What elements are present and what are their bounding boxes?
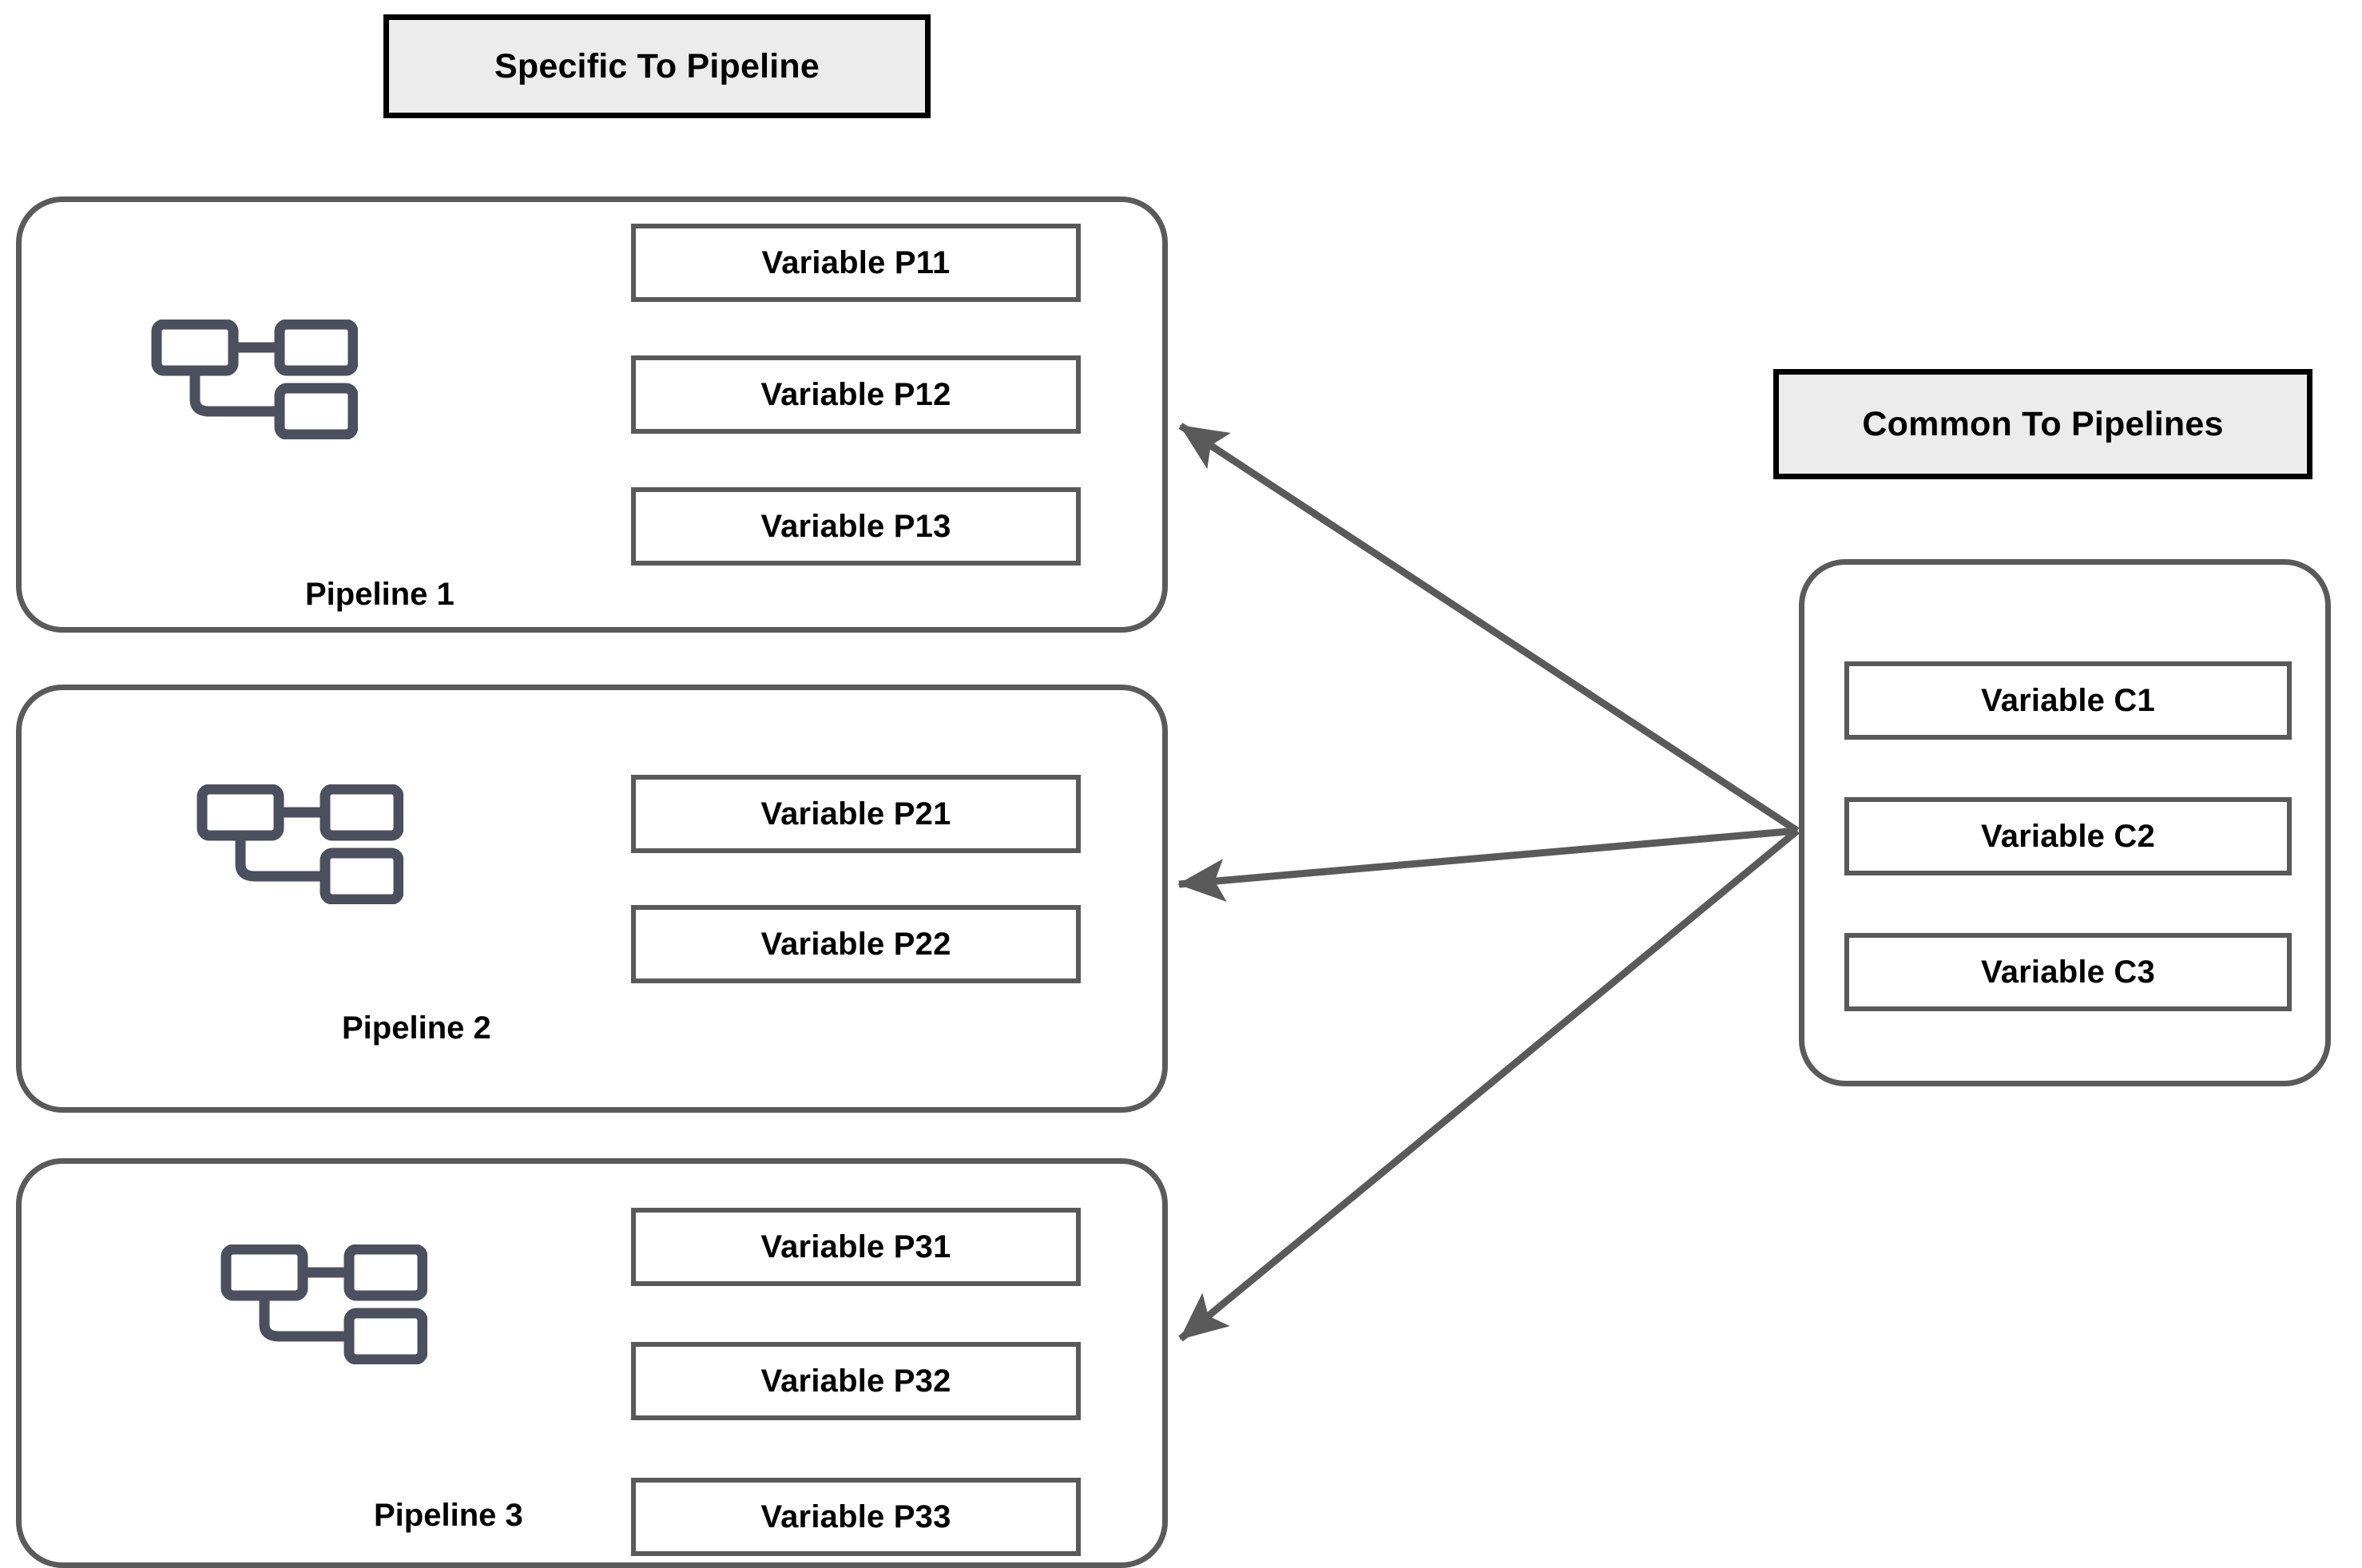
pipeline-2-caption: Pipeline 2 xyxy=(342,1010,491,1046)
variable-chip[interactable]: Variable P32 xyxy=(631,1342,1081,1420)
arrow-common-to-pipeline-2 xyxy=(1177,827,1798,902)
variable-chip[interactable]: Variable P33 xyxy=(631,1478,1081,1556)
common-variable-chip[interactable]: Variable C2 xyxy=(1844,797,2292,875)
common-variable-chip[interactable]: Variable C1 xyxy=(1844,661,2292,740)
hierarchy-icon xyxy=(220,1244,427,1364)
variable-chip[interactable]: Variable P11 xyxy=(631,224,1081,302)
pipeline-1-caption: Pipeline 1 xyxy=(305,577,455,612)
specific-to-pipeline-header: Specific To Pipeline xyxy=(383,14,931,118)
common-to-pipelines-header: Common To Pipelines xyxy=(1773,369,2312,479)
variable-chip[interactable]: Variable P31 xyxy=(631,1208,1081,1286)
hierarchy-icon xyxy=(150,320,358,439)
variable-chip[interactable]: Variable P21 xyxy=(631,775,1081,853)
pipeline-3-caption: Pipeline 3 xyxy=(374,1498,523,1533)
pipeline-group-2 xyxy=(16,685,1168,1113)
hierarchy-icon xyxy=(196,784,403,904)
variable-chip[interactable]: Variable P13 xyxy=(631,487,1081,566)
arrow-common-to-pipeline-1 xyxy=(1178,423,1800,834)
variable-chip[interactable]: Variable P12 xyxy=(631,355,1081,434)
common-variable-chip[interactable]: Variable C3 xyxy=(1844,933,2292,1011)
arrow-common-to-pipeline-3 xyxy=(1178,828,1800,1342)
variable-chip[interactable]: Variable P22 xyxy=(631,905,1081,983)
